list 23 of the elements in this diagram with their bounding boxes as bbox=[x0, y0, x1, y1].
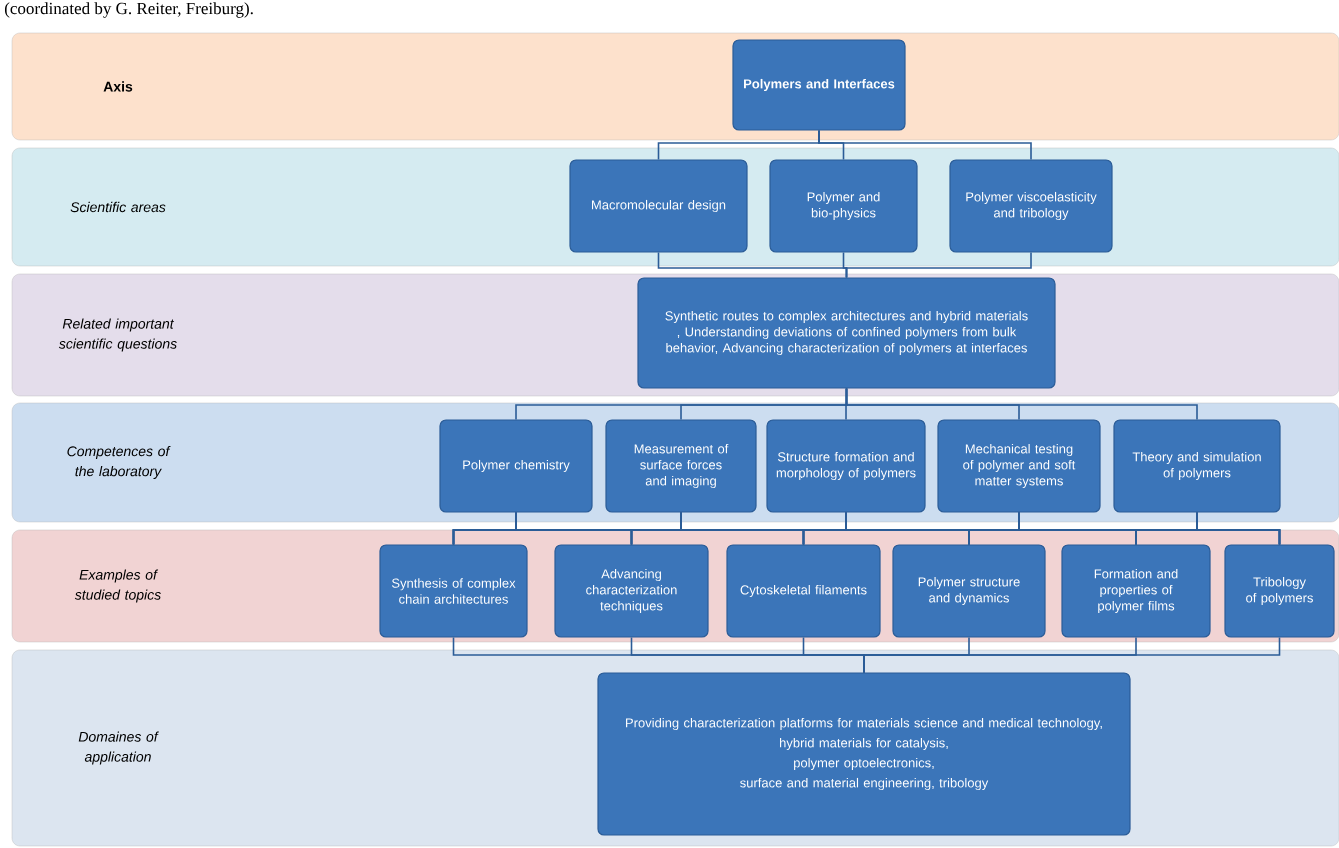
topic-box: Tribology of polymers bbox=[1224, 544, 1335, 638]
topic-box: Synthetic routes to complex architectures and hybrid materials , Understanding deviations of confined polymers from bulk behavior, Advancing characterization of polymers at interfaces bbox=[637, 277, 1056, 389]
topic-box: Polymer viscoelasticity and tribology bbox=[949, 159, 1113, 253]
topic-box: Providing characterization platforms for materials science and medical technology, hybrid materials for catalysis, polymer optoelectronics, surface and material engineering, tribology bbox=[597, 672, 1131, 836]
topic-box: Mechanical testing of polymer and soft matter systems bbox=[937, 419, 1101, 513]
topic-box: Theory and simulation of polymers bbox=[1113, 419, 1281, 513]
note-text: (coordinated by G. Reiter, Freiburg). bbox=[4, 2, 253, 18]
topic-box: Formation and properties of polymer films bbox=[1061, 544, 1211, 638]
topic-box: Measurement of surface forces and imaging bbox=[605, 419, 757, 513]
topic-box: Macromolecular design bbox=[569, 159, 748, 253]
topic-box: Polymers and Interfaces bbox=[732, 39, 906, 131]
topic-box: Cytoskeletal filaments bbox=[726, 544, 881, 638]
topic-box: Polymer structure and dynamics bbox=[892, 544, 1046, 638]
connector-line bbox=[845, 251, 1032, 279]
topic-box: Advancing characterization techniques bbox=[554, 544, 709, 638]
connector-line bbox=[845, 387, 1198, 421]
connector-line bbox=[818, 129, 1032, 161]
topic-box: Synthesis of complex chain architectures bbox=[379, 544, 528, 638]
topic-box: Polymer chemistry bbox=[439, 419, 593, 513]
topic-box: Polymer and bio-physics bbox=[769, 159, 918, 253]
connector-line bbox=[863, 636, 1281, 674]
connector-line bbox=[1196, 511, 1281, 546]
topic-box: Structure formation and morphology of polymers bbox=[766, 419, 926, 513]
